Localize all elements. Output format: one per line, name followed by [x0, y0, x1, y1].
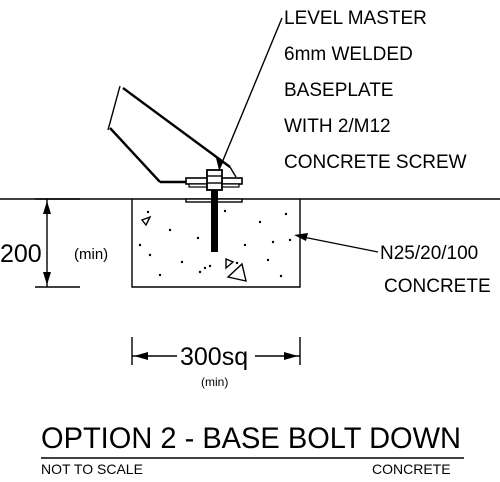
callout-line: CONCRETE SCREW: [284, 152, 467, 173]
aggregate-triangle: [140, 215, 152, 227]
anchor-bolt: [206, 169, 223, 252]
aggregate-triangle: [226, 262, 247, 282]
callout-line: CONCRETE: [384, 276, 491, 297]
inclined-strut: [107, 85, 237, 184]
top-callout-text: LEVEL MASTER 6mm WELDED BASEPLATE WITH 2…: [284, 8, 467, 173]
width-dimension: [131, 337, 301, 365]
scale-note: NOT TO SCALE: [41, 461, 143, 477]
drawing-title: OPTION 2 - BASE BOLT DOWN: [41, 422, 461, 455]
height-dimension-note: (min): [74, 246, 108, 263]
callout-line: LEVEL MASTER: [284, 8, 427, 29]
title-block: OPTION 2 - BASE BOLT DOWN NOT TO SCALE C…: [41, 422, 464, 477]
height-dimension: [35, 198, 80, 288]
concrete-footing: [131, 199, 301, 288]
top-callout-leader: [216, 17, 283, 171]
right-callout-text: N25/20/100 CONCRETE: [380, 243, 491, 297]
callout-line: BASEPLATE: [284, 80, 393, 101]
material-note: CONCRETE: [372, 461, 451, 477]
right-callout-leader: [294, 233, 379, 253]
width-dimension-value: 300sq: [180, 343, 248, 371]
width-dimension-note: (min): [201, 375, 228, 389]
callout-line: WITH 2/M12: [284, 116, 391, 137]
callout-line: N25/20/100: [380, 243, 478, 264]
aggregate-triangle: [225, 257, 235, 270]
callout-line: 6mm WELDED: [284, 44, 413, 65]
height-dimension-value: 200: [0, 240, 42, 268]
concrete-aggregate: [138, 209, 292, 278]
